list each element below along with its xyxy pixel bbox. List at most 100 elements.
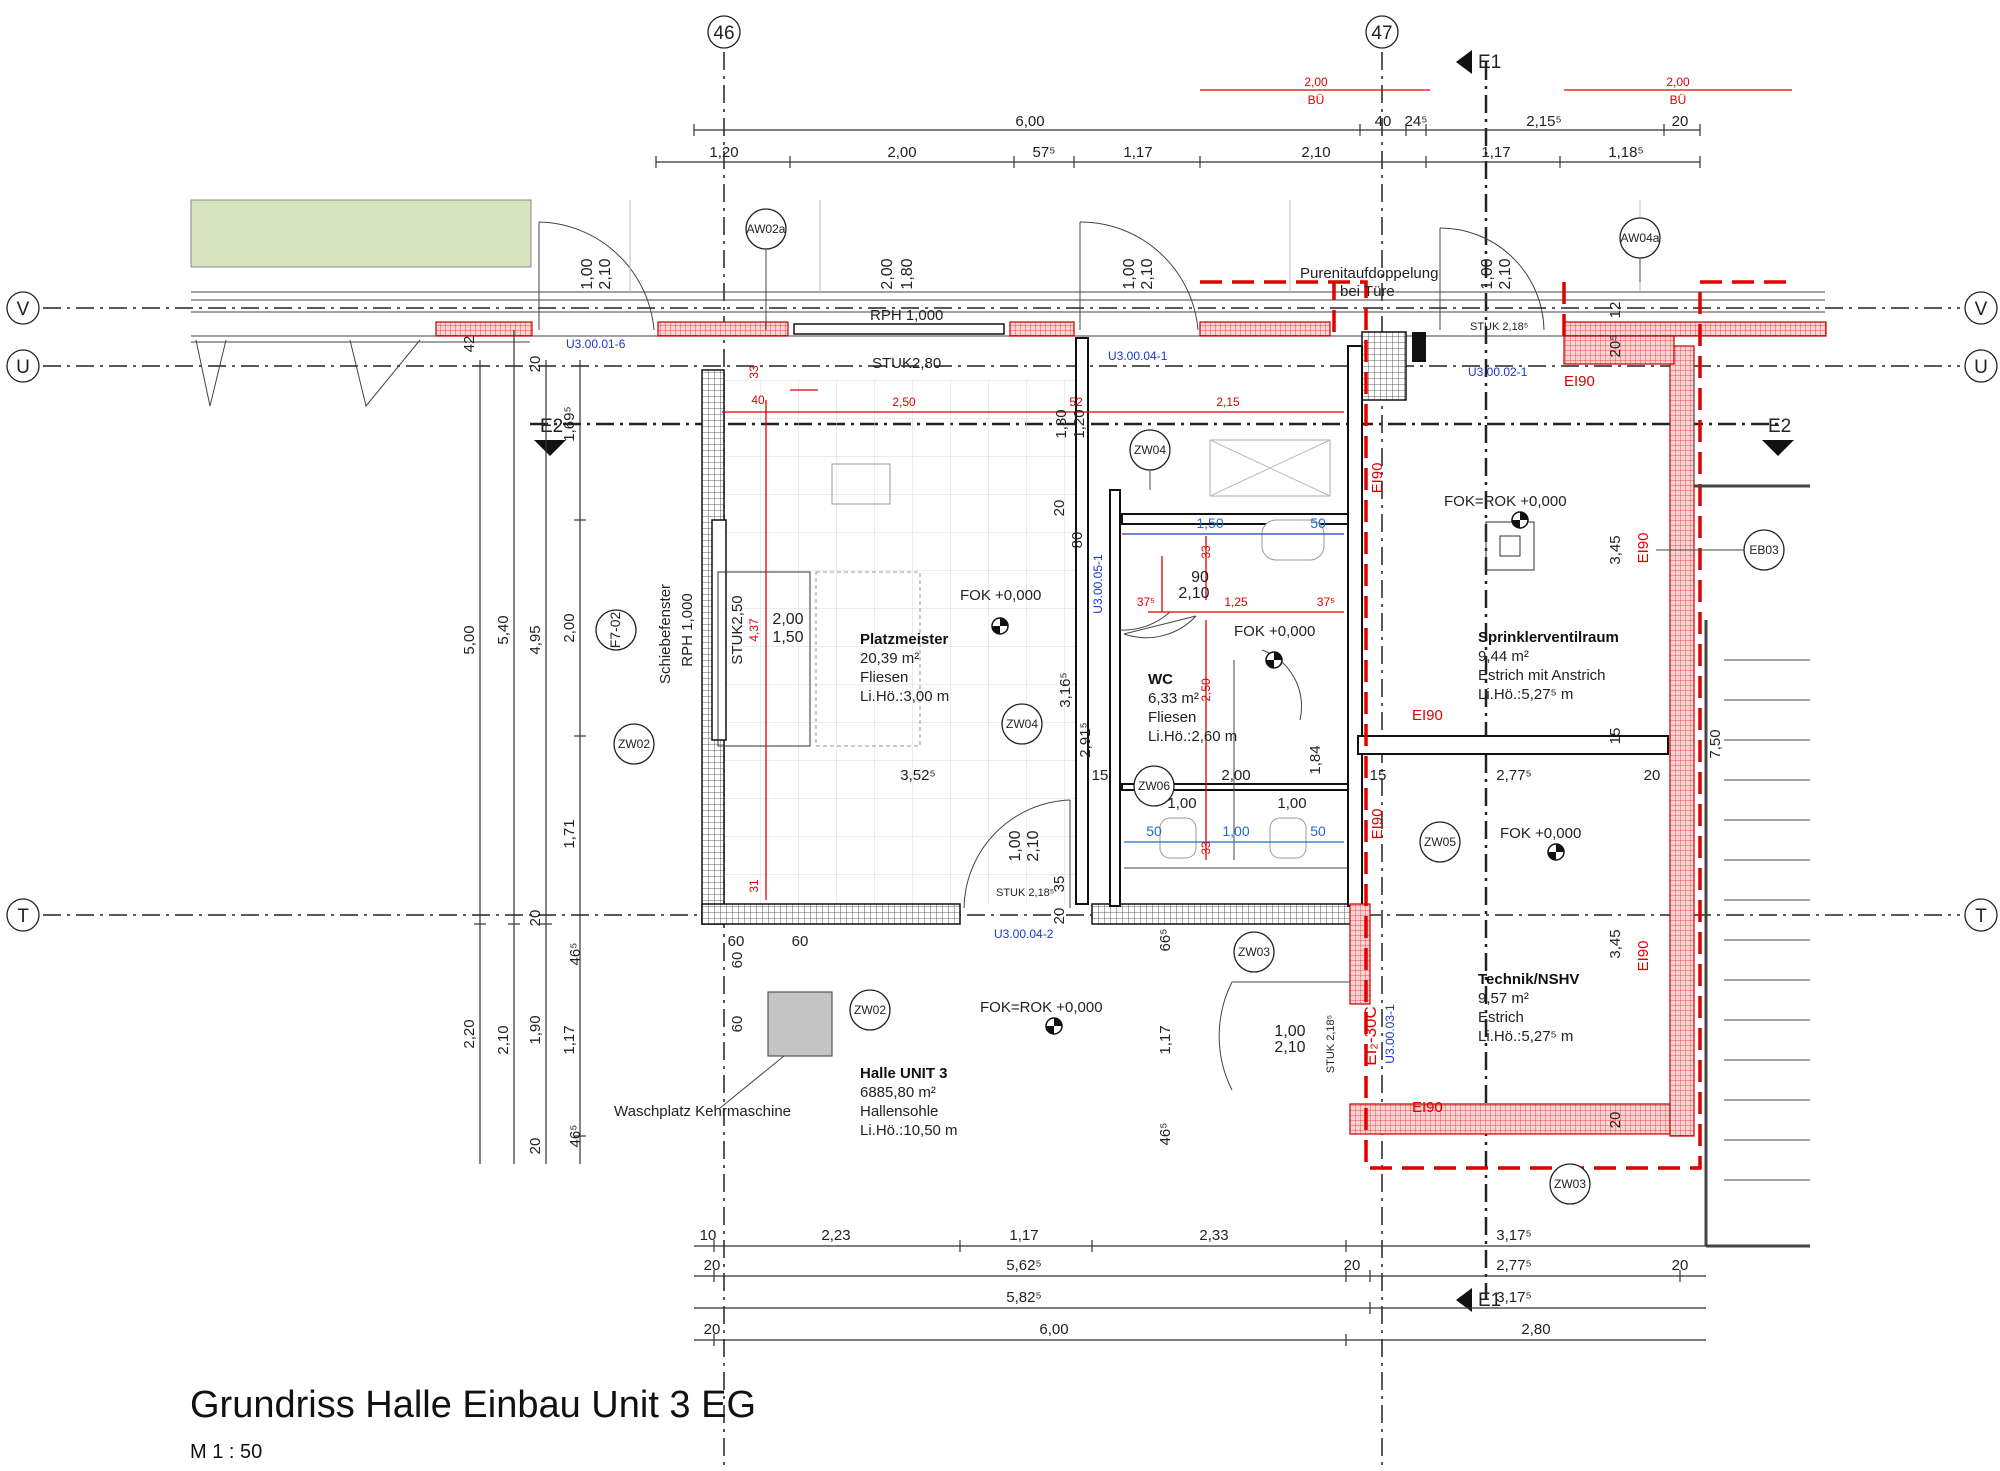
- grid-label-t-right: T: [1975, 906, 1987, 927]
- blue-dim-50a: 50: [1310, 515, 1326, 531]
- grid-label-t-left: T: [17, 906, 29, 927]
- note-stuk-218-b: STUK 2,18⁵: [1470, 321, 1528, 333]
- tag-zw05: ZW05: [1424, 835, 1456, 849]
- dim-wc-80: 80: [1069, 532, 1086, 549]
- grid-label-47: 47: [1371, 23, 1392, 44]
- window-w: 2,00: [772, 611, 803, 628]
- tag-zw02-a: ZW02: [618, 737, 650, 751]
- bottom-dim-5: 3,17⁵: [1496, 1227, 1531, 1244]
- dim-plm-352: 3,52⁵: [900, 767, 935, 784]
- door7-h: 2,10: [1178, 585, 1209, 602]
- top-dim-9: 1,17: [1123, 144, 1152, 161]
- note-stuk-218-c: STUK 2,18⁵: [1325, 1015, 1337, 1073]
- dim-sp-750: 7,50: [1707, 729, 1724, 758]
- note-schiebefenster: Schiebefenster: [657, 584, 674, 684]
- left-dim-13: 20: [527, 1138, 544, 1155]
- red-dim-375b: 37⁵: [1317, 595, 1335, 609]
- room-platzmeister-height: Li.Hö.:3,00 m: [860, 688, 949, 705]
- note-rph-top: RPH 1,000: [870, 307, 943, 324]
- top-dim-6: 1,20: [709, 144, 738, 161]
- section-e2-left: E2: [540, 416, 563, 437]
- bottom-dim-6: 20: [704, 1257, 721, 1274]
- tag-zw04-a: ZW04: [1134, 443, 1166, 457]
- top-dim-2: 40: [1375, 113, 1392, 130]
- dim-wc-120: 1,20: [1071, 409, 1088, 438]
- dim-wc-20: 20: [1051, 500, 1068, 517]
- note-rph-window: RPH 1,000: [679, 593, 696, 666]
- red-dim-33a: 33: [747, 365, 761, 379]
- room-sprinkler-height: Li.Hö.:5,27⁵ m: [1478, 686, 1573, 703]
- red-dim-125: 1,25: [1224, 595, 1248, 609]
- door7-w: 90: [1191, 569, 1209, 586]
- red-dim-31: 31: [747, 879, 761, 893]
- opening-u3-00-02-1: U3.00.02-1: [1468, 365, 1528, 379]
- left-dim-10: 2,10: [495, 1025, 512, 1054]
- level-halle: FOK=ROK +0,000: [980, 999, 1103, 1016]
- tag-eb03: EB03: [1749, 543, 1779, 557]
- facade-wall: [191, 291, 1827, 343]
- dim-plm-60b: 60: [792, 933, 809, 950]
- bottom-dim-15: 2,80: [1521, 1321, 1550, 1338]
- red-dim-215: 2,15: [1216, 395, 1240, 409]
- dim-wc-66: 66⁵: [1157, 929, 1174, 952]
- tag-zw04-b: ZW04: [1006, 717, 1038, 731]
- red-dim-250a: 2,50: [892, 395, 916, 409]
- plan-scale: M 1 : 50: [190, 1441, 263, 1463]
- left-dim-9: 2,20: [461, 1019, 478, 1048]
- platzmeister-doors: [963, 615, 1350, 1091]
- top-dim-7: 2,00: [887, 144, 916, 161]
- exterior-doors: [195, 200, 1641, 408]
- opening-u3-00-05-1: U3.00.05-1: [1091, 554, 1105, 614]
- bottom-dim-7: 5,62⁵: [1006, 1257, 1041, 1274]
- room-wc-name: WC: [1148, 671, 1173, 688]
- note-stuk-218-a: STUK 2,18⁵: [996, 887, 1054, 899]
- bottom-dim-4: 2,33: [1199, 1227, 1228, 1244]
- top-dim-3: 24⁵: [1405, 113, 1428, 130]
- platzmeister-fixtures: [717, 463, 1535, 747]
- room-sprinkler-area: 9,44 m²: [1478, 648, 1529, 665]
- dim-sp-345a: 3,45: [1607, 535, 1624, 564]
- left-dim-14: 46⁵: [567, 1125, 584, 1148]
- red-dim-52: 52: [1069, 395, 1083, 409]
- grid-label-v-right: V: [1975, 299, 1988, 320]
- bottom-dim-12: 3,17⁵: [1496, 1289, 1531, 1306]
- level-wc: FOK +0,000: [1234, 623, 1315, 640]
- waschplatz-leader: [719, 1055, 785, 1109]
- section-markers: [534, 50, 1794, 1312]
- room-technik-area: 9,57 m²: [1478, 990, 1529, 1007]
- bottom-dim-2: 2,23: [821, 1227, 850, 1244]
- window-h: 1,50: [772, 629, 803, 646]
- section-e1-top: E1: [1478, 52, 1501, 73]
- bottom-dim-1: 10: [700, 1227, 717, 1244]
- dim-plm-291: 2,91⁵: [1077, 722, 1094, 757]
- room-platzmeister-floor: Fliesen: [860, 669, 908, 686]
- opening-u3-00-04-1: U3.00.04-1: [1108, 349, 1168, 363]
- left-dim-15: 42: [461, 336, 478, 353]
- door5-w: 1,00: [1007, 830, 1024, 861]
- grid-label-u-right: U: [1974, 357, 1988, 378]
- blue-dim-150: 1,50: [1196, 515, 1223, 531]
- green-area: [190, 199, 532, 268]
- dim-wc-130: 1,30: [1053, 409, 1070, 438]
- bu-dim-right-value: 2,00: [1666, 75, 1690, 89]
- fire-rating-5: EI90: [1369, 809, 1386, 840]
- dim-sp-15b: 15: [1607, 728, 1624, 745]
- bu-dim-left-value: 2,00: [1304, 75, 1328, 89]
- dim-wc-20b: 20: [1051, 908, 1068, 925]
- level-platzmeister: FOK +0,000: [960, 587, 1041, 604]
- top-dim-10: 2,10: [1301, 144, 1330, 161]
- platzmeister-floor: [722, 380, 1076, 904]
- room-halle-height: Li.Hö.:10,50 m: [860, 1122, 958, 1139]
- top-dim-11: 1,17: [1481, 144, 1510, 161]
- left-dim-5: 2,00: [561, 613, 578, 642]
- tag-aw02a: AW02a: [747, 222, 786, 236]
- fire-rating-1: EI90: [1564, 373, 1595, 390]
- opening-u3-00-04-2: U3.00.04-2: [994, 927, 1054, 941]
- blue-dim-50b: 50: [1146, 823, 1162, 839]
- waschplatz-box: [767, 991, 833, 1057]
- left-dim-6: 1,71: [561, 819, 578, 848]
- room-technik-height: Li.Hö.:5,27⁵ m: [1478, 1028, 1573, 1045]
- door1-h: 2,10: [597, 258, 614, 289]
- room-halle-area: 6885,80 m²: [860, 1084, 936, 1101]
- bottom-dim-14: 6,00: [1039, 1321, 1068, 1338]
